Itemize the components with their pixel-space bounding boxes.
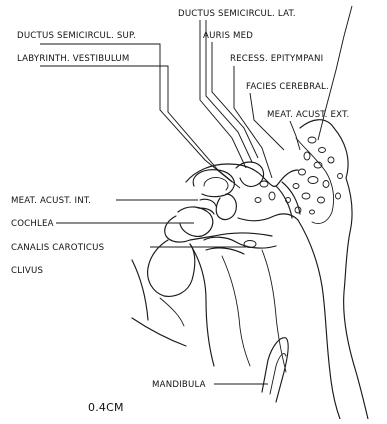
lower-right-contour — [298, 220, 340, 419]
label-auris-med: AURIS MED — [203, 31, 253, 41]
pharyngeal-contour — [132, 318, 186, 346]
label-recess-epitympani: RECESS. EPITYMPANI — [230, 54, 323, 64]
clivus-outline — [148, 240, 195, 296]
semicircular-canal-inner — [204, 177, 228, 190]
label-mandibula: MANDIBULA — [152, 380, 206, 390]
petrous-apex — [165, 216, 272, 242]
vestibule — [216, 194, 236, 220]
label-ductus-semicircul-sup: DUCTUS SEMICIRCUL. SUP. — [17, 31, 136, 41]
carotid-lumen — [244, 241, 256, 248]
label-meat-acust-ext: MEAT. ACUST. EXT. — [267, 110, 349, 120]
temporal-bone-drawing — [132, 120, 368, 419]
sphenoid-contour — [190, 244, 214, 366]
clivus-lower-edge — [132, 260, 148, 320]
styloid-process — [222, 256, 250, 366]
label-facies-cerebral: FACIES CEREBRAL. — [246, 82, 329, 92]
ossicle-2 — [269, 192, 275, 200]
label-labyrinth-vestibulum: LABYRINTH. VESTIBULUM — [17, 54, 130, 64]
leader-ductus-sup — [40, 44, 232, 182]
label-meat-acust-int: MEAT. ACUST. INT. — [11, 196, 91, 206]
carotid-canal — [204, 237, 276, 254]
ossicle-3 — [255, 198, 261, 203]
tympanic-floor — [238, 214, 298, 221]
leader-meat-ext — [290, 121, 300, 150]
ossicle-1 — [260, 181, 268, 187]
leader-facies — [250, 93, 284, 150]
scale-label: 0.4CM — [88, 401, 124, 414]
petrous-ridge — [186, 164, 298, 186]
label-ductus-semicircul-lat: DUCTUS SEMICIRCUL. LAT. — [178, 9, 296, 19]
cochlea — [178, 207, 213, 236]
outer-contour — [300, 120, 368, 419]
pharynx-wall — [160, 298, 184, 326]
semicircular-canal-superior — [193, 170, 234, 197]
leader-auris-med-1 — [200, 20, 246, 168]
label-canalis-caroticus: CANALIS CAROTICUS — [11, 243, 104, 253]
label-cochlea: COCHLEA — [11, 219, 54, 229]
label-clivus: CLIVUS — [11, 266, 43, 276]
